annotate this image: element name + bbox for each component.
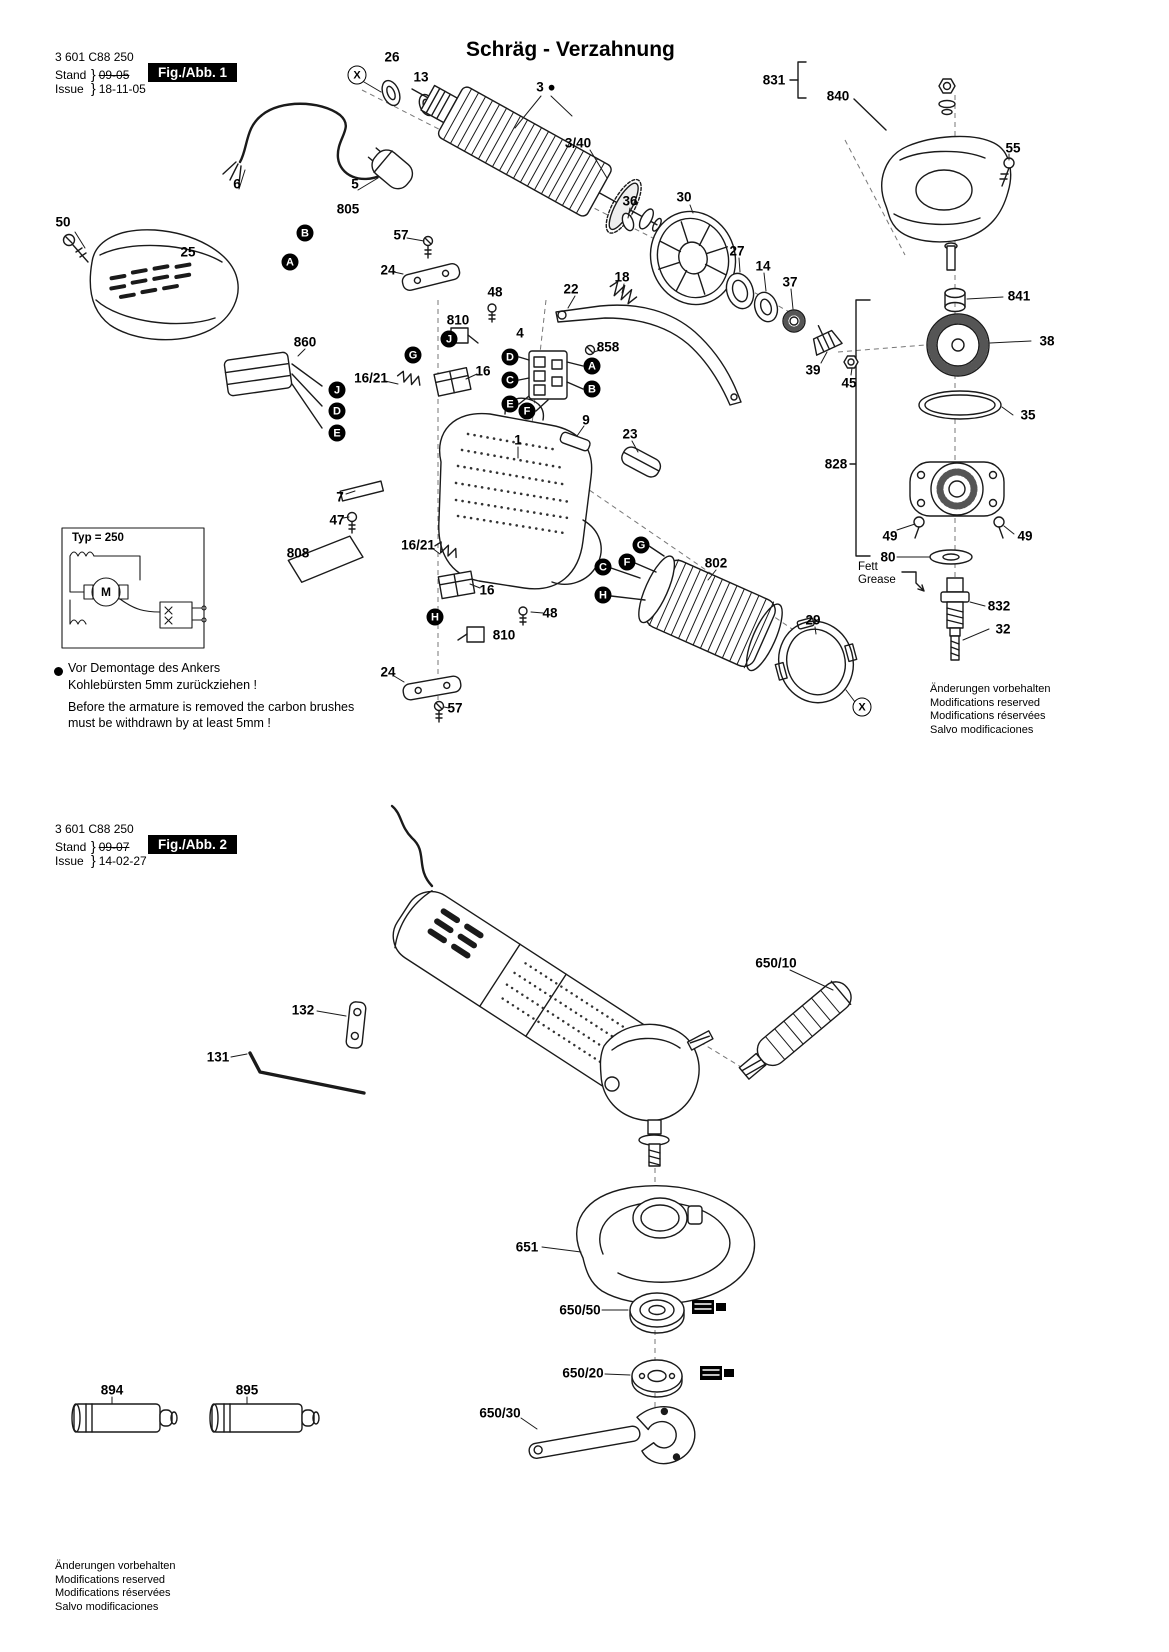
- mods-line: Änderungen vorbehalten: [930, 683, 1051, 695]
- grease-tube-895: [209, 1403, 320, 1433]
- note-de-line1: Vor Demontage des Ankers: [68, 661, 221, 675]
- fig1-part-number: 3 601 C88 250: [55, 50, 134, 64]
- motor-m-label: M: [101, 585, 111, 599]
- fig2-figure-badge: Fig./Abb. 2: [148, 835, 237, 854]
- mods-line: Salvo modificaciones: [55, 1600, 159, 1613]
- fig2-issue-row: Issue}14-02-27: [55, 852, 147, 868]
- field-stator-drawing: [638, 555, 783, 672]
- fig1-issue-row: Issue}18-11-05: [55, 80, 146, 96]
- mods-line: Änderungen vorbehalten: [55, 1560, 176, 1572]
- modifications-note-fig1: Änderungen vorbehalten Modifications res…: [930, 683, 1050, 737]
- fig2-part-number: 3 601 C88 250: [55, 822, 134, 836]
- motor-schematic: [61, 527, 207, 649]
- wheel-guard-drawing: [576, 1185, 756, 1305]
- fig2-issue-date: 14-02-27: [98, 854, 147, 868]
- diagram-title: Schräg - Verzahnung: [466, 38, 675, 61]
- note-en-line1: Before the armature is removed the carbo…: [68, 700, 355, 714]
- grease-label-de: Fett: [858, 561, 878, 573]
- grinder-head-drawing: [599, 1023, 714, 1167]
- brace-glyph: }: [91, 66, 96, 82]
- fig2-issue-label: Issue: [55, 854, 84, 868]
- armature-drawing: [411, 84, 662, 234]
- fig1-figure-badge: Fig./Abb. 1: [148, 63, 237, 82]
- grease-label-en: Grease: [858, 574, 896, 586]
- fig2-stand-label: Stand: [55, 840, 87, 854]
- fig1-stand-label: Stand: [55, 68, 87, 82]
- fig1-issue-date: 18-11-05: [98, 82, 146, 96]
- modifications-note-fig2: Änderungen vorbehalten Modifications res…: [55, 1560, 175, 1614]
- fig2-stand-row: Stand}09-07: [55, 838, 129, 854]
- note-de-line2: Kohlebürsten 5mm zurückziehen !: [68, 678, 257, 692]
- brace-glyph: }: [91, 80, 96, 96]
- mods-line: Modifications reserved: [930, 696, 1041, 709]
- gear-head-drawing: [812, 78, 1015, 661]
- motor-housing-drawing: [438, 397, 602, 590]
- fig1-stand-date: 09-05: [98, 68, 130, 82]
- brace-glyph: }: [91, 838, 96, 854]
- note-bullet: [54, 667, 63, 676]
- leader-lines-fig1: [74, 81, 1032, 709]
- fig1-drawing: [61, 61, 1032, 723]
- fig1-stand-row: Stand}09-05: [55, 66, 129, 82]
- leader-lines-fig2: [111, 969, 834, 1430]
- grease-tube-894: [71, 1403, 178, 1433]
- brace-glyph: }: [91, 852, 96, 868]
- mods-line: Modifications réservées: [930, 710, 1046, 722]
- grinder-body-drawing: [392, 889, 666, 1098]
- mods-line: Salvo modificaciones: [930, 723, 1034, 736]
- side-handle-drawing: [738, 980, 852, 1080]
- typ-label: Typ = 250: [72, 532, 124, 544]
- mods-line: Modifications reserved: [55, 1573, 166, 1586]
- note-en-line2: must be withdrawn by at least 5mm !: [68, 716, 271, 730]
- rear-housing-drawing: [62, 229, 239, 341]
- fig2-drawing: [71, 804, 852, 1465]
- fan-guard-drawing: [649, 210, 737, 306]
- pin-spanner-drawing: [528, 1406, 696, 1465]
- mods-line: Modifications réservées: [55, 1587, 171, 1599]
- fig2-stand-date: 09-07: [98, 840, 130, 854]
- fig1-issue-label: Issue: [55, 82, 84, 96]
